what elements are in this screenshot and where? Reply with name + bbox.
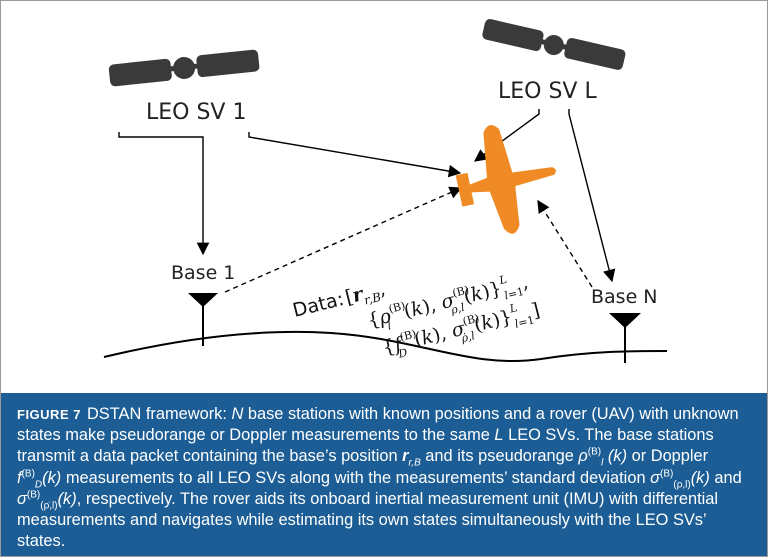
figure-number: FIGURE 7 <box>17 407 81 422</box>
ground-line <box>103 330 668 363</box>
caption-var-rho-sup: (B) <box>587 446 602 458</box>
dashed-arrow-baseN-to-uav <box>537 199 593 288</box>
caption-text-3: LEO SVs. The base stations transmit a da… <box>17 426 714 466</box>
dashed-arrow-base1-to-uav <box>224 186 463 293</box>
caption-var-sigma-rhodot-sub: (ρ̇,l) <box>40 500 58 512</box>
caption-text-7: and <box>709 468 742 487</box>
caption-var-sigma-rho-sub: (ρ,l) <box>673 478 691 490</box>
caption-var-f: f <box>17 468 22 487</box>
caption-var-sigma-rho-k: (k) <box>690 468 710 487</box>
arrow-sv1-to-base1 <box>118 132 210 256</box>
caption-var-r-sub: r,B <box>408 457 421 469</box>
caption-var-rho-sub: l <box>601 457 604 469</box>
caption-var-rho-k: (k) <box>603 447 628 466</box>
arrow-sv1-to-uav <box>248 132 462 178</box>
base-1-label: Base 1 <box>171 262 235 284</box>
caption-var-sigma-rhodot: σ <box>17 489 27 508</box>
uav-icon <box>455 125 556 234</box>
caption-var-f-k: (k) <box>42 468 62 487</box>
caption-text-2: base stations with known positions and a… <box>17 405 739 445</box>
data-packet-text: Data: [rr,B, {ρ(B)l(k), σ(B)ρ,l(k)}Ll=1,… <box>291 268 544 364</box>
caption-var-r: r <box>402 447 409 466</box>
caption-var-f-sup: (B) <box>21 468 35 480</box>
caption-var-N: N <box>231 405 244 423</box>
data-label: Data: <box>291 288 347 322</box>
caption-var-sigma-rho: σ <box>650 468 661 487</box>
base-1-antenna-icon <box>188 293 218 346</box>
base-N-antenna-icon <box>609 313 641 363</box>
satellite-1-label: LEO SV 1 <box>146 100 246 125</box>
satellite-L-label: LEO SV L <box>498 79 597 104</box>
caption-var-sigma-rhodot-k: (k) <box>57 489 77 508</box>
caption-text-6: measurements to all LEO SVs along with t… <box>61 468 651 487</box>
caption-var-L: L <box>494 426 504 445</box>
figure-caption: FIGURE 7 DSTAN framework: N base stations… <box>1 393 767 556</box>
caption-var-f-sub: D <box>34 478 43 490</box>
diagram: LEO SV 1 LEO SV L Base 1 Base N <box>1 1 768 393</box>
caption-text-4: and its pseudorange <box>420 447 579 466</box>
caption-text-8: , respectively. The rover aids its onboa… <box>17 489 719 551</box>
caption-var-sigma-rhodot-sup: (B) <box>26 489 41 501</box>
satellite-L-icon <box>482 19 626 70</box>
caption-var-rho: ρ <box>578 447 588 466</box>
diagram-canvas: LEO SV 1 LEO SV L Base 1 Base N <box>103 19 668 364</box>
caption-var-sigma-rho-sup: (B) <box>660 468 674 480</box>
caption-text-5: or Doppler <box>627 447 709 466</box>
caption-text-1: DSTAN framework: <box>86 405 232 423</box>
base-N-label: Base N <box>591 286 658 308</box>
arrow-svL-to-baseN <box>568 109 616 283</box>
satellite-1-icon <box>108 49 260 87</box>
